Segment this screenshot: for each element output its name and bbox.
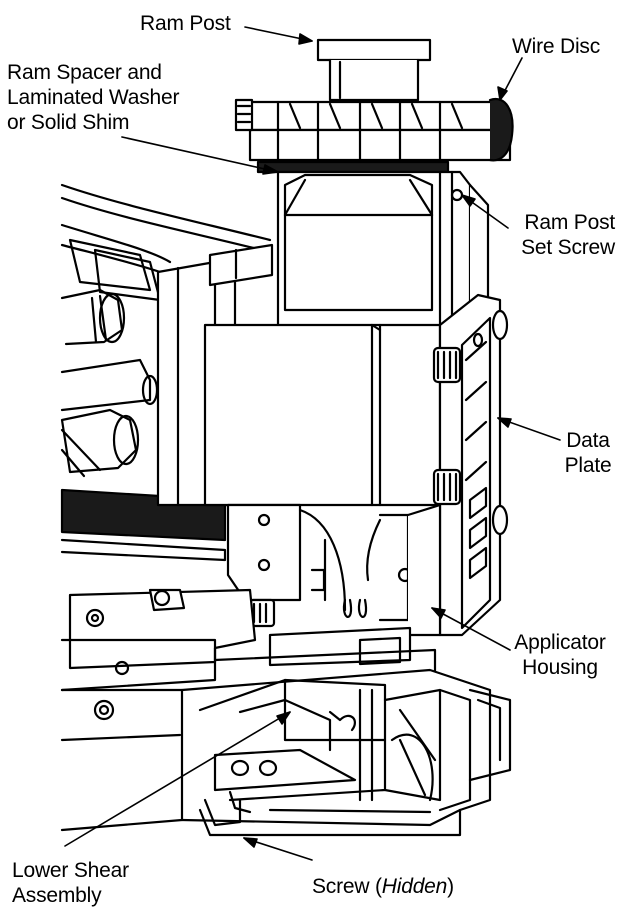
arrow-set-screw xyxy=(461,194,476,207)
arrow-applicator-housing xyxy=(431,607,446,619)
leader-lower-shear xyxy=(64,711,291,847)
screw-label-suffix: ) xyxy=(447,875,454,898)
arrow-data-plate xyxy=(497,417,512,428)
arrow-lower-shear xyxy=(276,711,291,725)
label-ram-post: Ram Post xyxy=(140,12,231,35)
label-screw-hidden: Screw (Hidden) xyxy=(312,874,454,899)
leader-applicator-housing xyxy=(431,607,511,651)
ram-block xyxy=(276,170,490,332)
label-wire-disc: Wire Disc xyxy=(512,35,601,58)
crimp-tooling xyxy=(226,503,442,637)
left-bolt-upper xyxy=(60,288,126,346)
label-lower-shear-assembly: Lower Shear Assembly xyxy=(12,859,129,907)
label-applicator-housing: Applicator Housing xyxy=(514,631,606,679)
bottom-frame xyxy=(60,668,512,837)
label-ram-post-set-screw: Ram Post Set Screw xyxy=(521,211,615,259)
label-ram-spacer: Ram Spacer and Laminated Washer or Solid… xyxy=(7,61,180,134)
base-rails xyxy=(60,588,437,692)
ram-post xyxy=(316,38,432,102)
arrow-ram-spacer xyxy=(262,164,279,175)
arrow-ram-post xyxy=(298,33,313,45)
left-bolt-lower xyxy=(60,408,140,478)
screw-label-prefix: Screw ( xyxy=(312,875,382,898)
wire-disc xyxy=(234,97,514,174)
leader-ram-spacer xyxy=(121,136,279,173)
leader-lines xyxy=(64,26,561,861)
slide-block xyxy=(203,323,442,507)
data-plate-body xyxy=(432,293,509,637)
screw-label-hidden: Hidden xyxy=(381,875,448,898)
arrow-wire-disc xyxy=(497,86,508,101)
arrow-screw xyxy=(243,837,258,848)
label-data-plate: Data Plate xyxy=(564,429,612,477)
